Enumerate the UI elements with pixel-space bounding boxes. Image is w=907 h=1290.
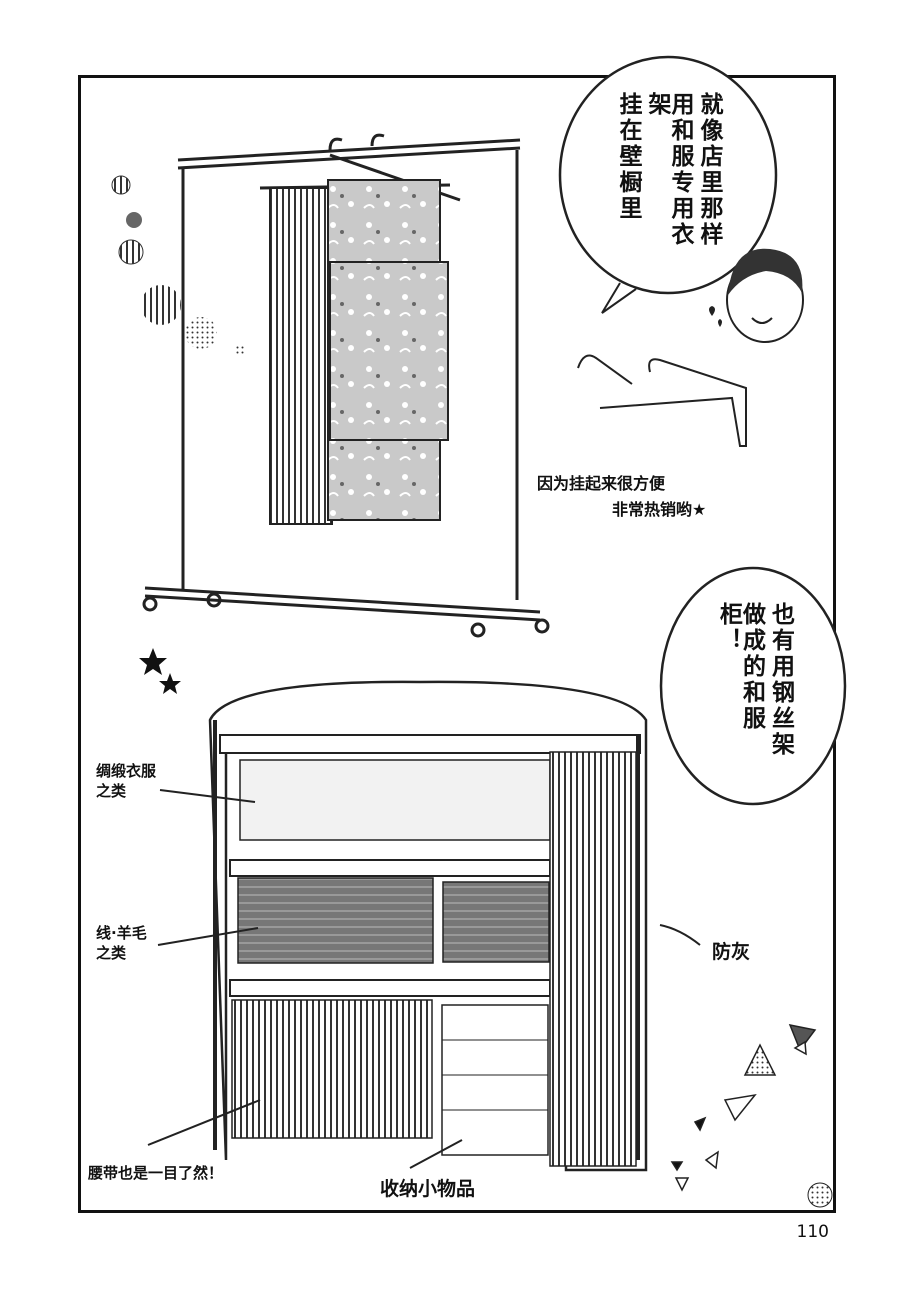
decor-triangles: [670, 1023, 817, 1192]
speech-bubble-mid: [659, 566, 847, 806]
page-number: 110: [796, 1222, 829, 1242]
label-dustproof: 防灰: [712, 941, 751, 963]
label-obi: 腰带也是一目了然！: [88, 1164, 224, 1182]
rose-seal-icon: [807, 1182, 833, 1208]
label-silk-clothes: 绸缎衣服 之类: [96, 762, 157, 800]
hanger-caption-line-2: 非常热销哟★: [612, 500, 707, 519]
speech-bubble-top: [558, 55, 778, 295]
speech-bubble-top-text: 就像店里那样 用和服专用衣架 挂在壁橱里: [600, 92, 736, 262]
bubble-mid-line-1: 也有用钢丝架: [767, 602, 794, 758]
hanger-illustration: [577, 354, 747, 447]
star-icons: [139, 648, 181, 694]
bubble-top-line-2: 用和服专用衣架: [644, 92, 693, 248]
label-wool-clothes: 线·羊毛 之类: [96, 924, 147, 962]
label-leader-lines: [147, 789, 701, 1169]
hanging-kimono: [269, 179, 449, 525]
label-small-items: 收纳小物品: [380, 1178, 476, 1200]
bubble-top-line-3: 挂在壁橱里: [615, 92, 641, 222]
wire-kimono-cabinet: [208, 680, 648, 1172]
decor-dots-left: [111, 175, 245, 355]
hanger-caption-line-1: 因为挂起来很方便: [537, 474, 666, 493]
speech-bubble-mid-text: 也有用钢丝架 做成的和服柜！: [708, 602, 800, 782]
girl-character: [709, 248, 804, 343]
bubble-top-line-1: 就像店里那样: [696, 92, 722, 248]
bubble-mid-line-2: 做成的和服柜！: [715, 602, 765, 732]
